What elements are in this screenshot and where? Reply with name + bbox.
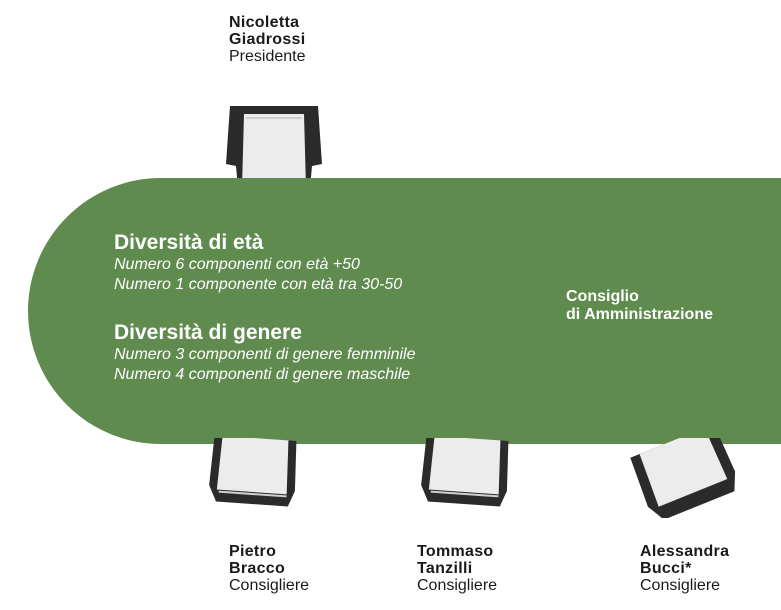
member-last-name: Bracco: [229, 560, 286, 577]
age-line-2: Numero 1 componente con età tra 30-50: [114, 276, 403, 293]
age-diversity-block: Diversità di età Numero 6 componenti con…: [114, 231, 402, 295]
gender-line-1: Numero 3 componenti di genere femminile: [114, 346, 416, 363]
president-last-name: Giadrossi: [229, 31, 306, 48]
member-first-name: Alessandra: [640, 543, 730, 560]
member-last-name: Bucci*: [640, 560, 692, 577]
president-role: Presidente: [229, 48, 306, 65]
member-label: Tommaso Tanzilli Consigliere: [417, 543, 497, 594]
president-label: Nicoletta Giadrossi Presidente: [229, 14, 306, 65]
member-role: Consigliere: [640, 577, 721, 594]
member-last-name: Tanzilli: [417, 560, 473, 577]
age-diversity-title: Diversità di età: [114, 231, 264, 254]
member-first-name: Pietro: [229, 543, 277, 560]
member-chair-icon: [630, 438, 736, 518]
president-chair-icon: [226, 106, 322, 188]
member-chair-icon: [421, 438, 509, 507]
board-label-line-1: Consiglio: [566, 288, 639, 305]
age-line-1: Numero 6 componenti con età +50: [114, 256, 360, 273]
member-chair-icon: [209, 438, 297, 507]
member-role: Consigliere: [417, 577, 498, 594]
gender-line-2: Numero 4 componenti di genere maschile: [114, 366, 411, 383]
board-label-line-2: di Amministrazione: [566, 306, 713, 323]
member-label: Pietro Bracco Consigliere: [229, 543, 309, 594]
gender-diversity-title: Diversità di genere: [114, 321, 302, 344]
board-label: Consiglio di Amministrazione: [566, 288, 713, 324]
member-role: Consigliere: [229, 577, 310, 594]
member-first-name: Tommaso: [417, 543, 494, 560]
gender-diversity-block: Diversità di genere Numero 3 componenti …: [114, 321, 415, 385]
president-first-name: Nicoletta: [229, 14, 300, 31]
board-table: [28, 178, 781, 444]
member-label: Alessandra Bucci* Consigliere: [640, 543, 729, 594]
